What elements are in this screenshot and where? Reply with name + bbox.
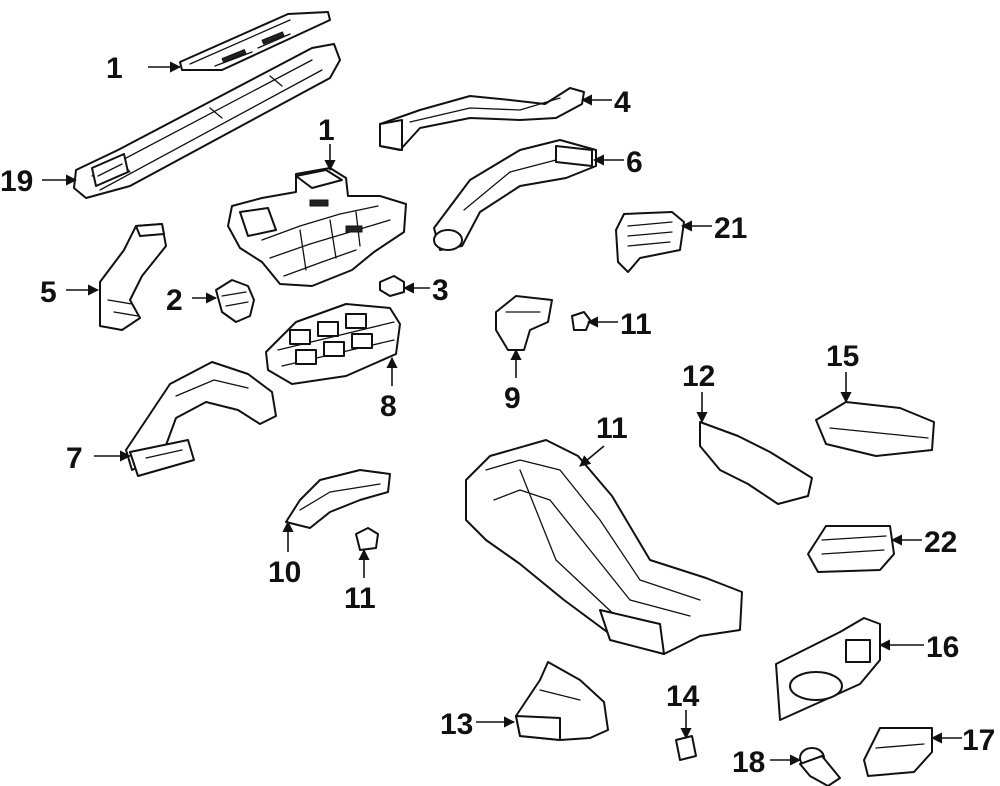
svg-text:9: 9 (504, 382, 521, 415)
part-8-vent-box (265, 303, 401, 385)
callout-19: 18 (732, 746, 802, 779)
callout-22: 21 (680, 212, 747, 245)
svg-text:12: 12 (682, 360, 715, 393)
callout-5: 5 (40, 276, 100, 309)
part-10-small-duct (285, 469, 391, 529)
part-13-side-panel (699, 421, 813, 505)
svg-text:3: 3 (432, 274, 449, 307)
part-11-clip-lower (355, 527, 379, 551)
part-3-clip (379, 275, 405, 297)
svg-text:15: 15 (826, 340, 859, 373)
svg-text:8: 8 (380, 390, 397, 423)
callout-10: 10 (268, 520, 301, 589)
callout-18: 17 (930, 724, 995, 757)
svg-text:14: 14 (666, 680, 700, 713)
svg-text:21: 21 (714, 212, 747, 245)
callout-1: 1 (318, 114, 336, 172)
part-7-floor-duct (125, 361, 277, 477)
callout-4: 4 (580, 86, 631, 119)
svg-text:22: 22 (924, 526, 957, 559)
part-14-lower-duct (515, 661, 609, 741)
callout-11-lower: 11 (344, 548, 376, 615)
callout-20: 19 (0, 165, 78, 198)
part-21-top-trim-panel (179, 11, 331, 71)
svg-text:13: 13 (440, 708, 473, 741)
part-23-vent (807, 525, 895, 573)
svg-text:10: 10 (268, 556, 301, 589)
callout-8: 8 (380, 356, 398, 423)
part-19-hose (799, 747, 841, 786)
part-15-clip (675, 735, 697, 761)
svg-text:1: 1 (106, 52, 123, 85)
callout-21: 1 (106, 52, 182, 85)
svg-text:17: 17 (962, 724, 995, 757)
callout-14: 13 (440, 708, 516, 741)
part-20-long-duct-rail (73, 43, 341, 199)
callout-17: 16 (878, 631, 959, 664)
part-11-clip-upper (571, 311, 591, 331)
callout-2: 2 (166, 284, 218, 317)
part-16-lid (815, 401, 935, 457)
callout-12: 11 (579, 412, 628, 467)
callout-6: 6 (592, 146, 643, 179)
callout-7: 7 (66, 442, 132, 475)
svg-text:7: 7 (66, 442, 83, 475)
callout-3: 3 (402, 274, 449, 307)
part-17-console-tray (775, 617, 881, 721)
callout-16: 15 (826, 340, 859, 404)
callout-23: 22 (890, 526, 957, 559)
part-12-console-housing (465, 439, 743, 655)
svg-text:19: 19 (0, 165, 33, 198)
svg-text:1: 1 (318, 114, 335, 147)
part-5-side-duct (99, 223, 167, 331)
part-6-diagonal-duct (433, 139, 597, 251)
svg-text:18: 18 (732, 746, 765, 779)
callout-15: 14 (666, 680, 700, 740)
part-1-heater-box-assembly (227, 167, 407, 287)
callout-11-upper: 11 (586, 308, 652, 341)
part-9-bracket (495, 295, 553, 351)
callout-9: 9 (504, 348, 522, 415)
svg-text:11: 11 (620, 308, 652, 341)
svg-text:11: 11 (596, 412, 628, 445)
svg-text:6: 6 (626, 146, 643, 179)
svg-text:16: 16 (926, 631, 959, 664)
part-22-vent (615, 211, 685, 273)
part-2-actuator (215, 279, 255, 323)
callout-13: 12 (682, 360, 715, 424)
svg-text:11: 11 (344, 582, 376, 615)
svg-text:4: 4 (614, 86, 631, 119)
svg-text:5: 5 (40, 276, 57, 309)
part-18-switch-module (863, 727, 933, 777)
svg-text:2: 2 (166, 284, 183, 317)
